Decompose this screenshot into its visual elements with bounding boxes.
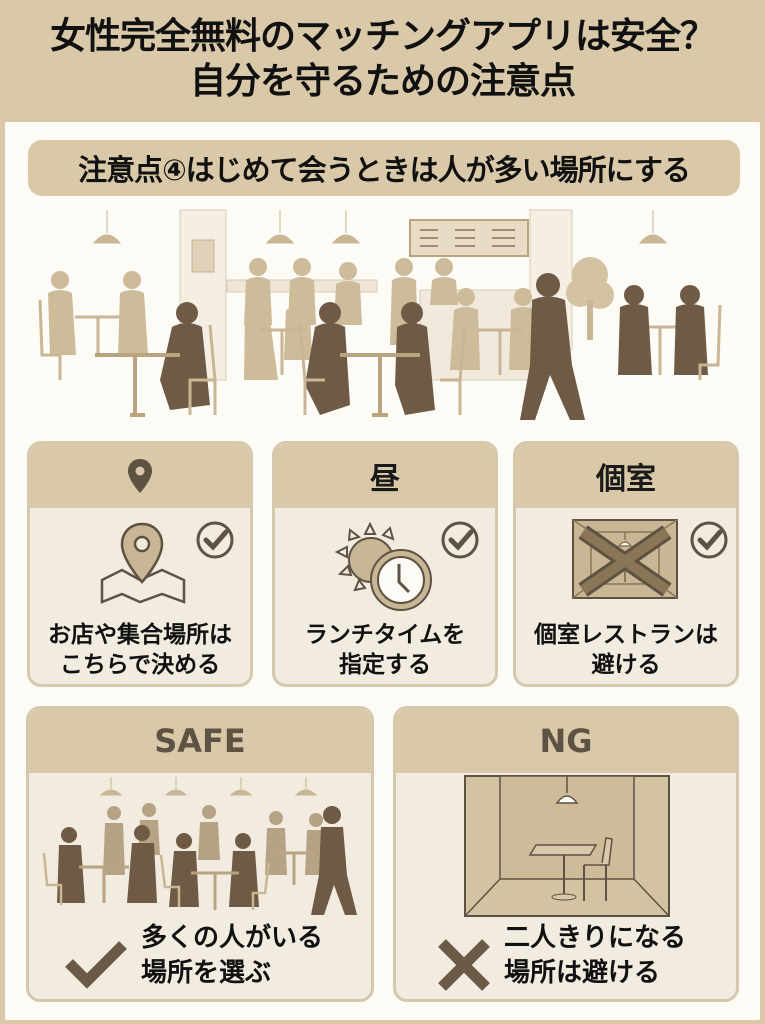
map-pin-icon	[92, 522, 192, 604]
safe-card: SAFE	[26, 706, 374, 1002]
location-pin-icon	[127, 458, 153, 494]
ng-text: 二人きりになる 場所は避ける	[504, 923, 687, 988]
title-line-1: 女性完全無料のマッチングアプリは安全？	[49, 16, 716, 57]
title-line-2: 自分を守るための注意点	[189, 61, 576, 102]
section-heading: 注意点④はじめて会うときは人が多い場所にする	[28, 140, 740, 196]
tip-card-header	[30, 444, 250, 508]
cross-mark-icon	[436, 937, 492, 993]
safe-text: 多くの人がいる 場所を選ぶ	[141, 923, 324, 988]
check-circle-icon	[440, 520, 480, 560]
crowded-cafe-illustration	[39, 775, 364, 925]
tip-card-header: 個室	[516, 444, 736, 508]
tip-card-private-room: 個室 個室レストランは 避ける	[513, 441, 739, 687]
private-room-crossed-icon	[571, 518, 681, 600]
tip-text: お店や集合場所は こちらで決める	[48, 622, 232, 678]
tip-text: 個室レストランは 避ける	[534, 622, 718, 678]
check-mark-icon	[63, 939, 129, 989]
safe-label: SAFE	[29, 709, 371, 773]
ng-label: NG	[396, 709, 736, 773]
ng-card: NG 二人きりになる 場所は避ける	[393, 706, 739, 1002]
page-title: 女性完全無料のマッチングアプリは安全？ 自分を守るための注意点	[0, 14, 765, 104]
tip-card-header: 昼	[275, 444, 495, 508]
tip-card-venue: お店や集合場所は こちらで決める	[27, 441, 253, 687]
busy-cafe-scene-illustration	[20, 205, 750, 430]
check-circle-icon	[195, 520, 235, 560]
tip-text: ランチタイムを 指定する	[304, 622, 466, 678]
private-room-illustration	[464, 775, 670, 917]
check-circle-icon	[689, 520, 729, 560]
tip-card-daytime: 昼 ランチタイムを 指定する	[272, 441, 498, 687]
sun-clock-icon	[335, 522, 435, 612]
